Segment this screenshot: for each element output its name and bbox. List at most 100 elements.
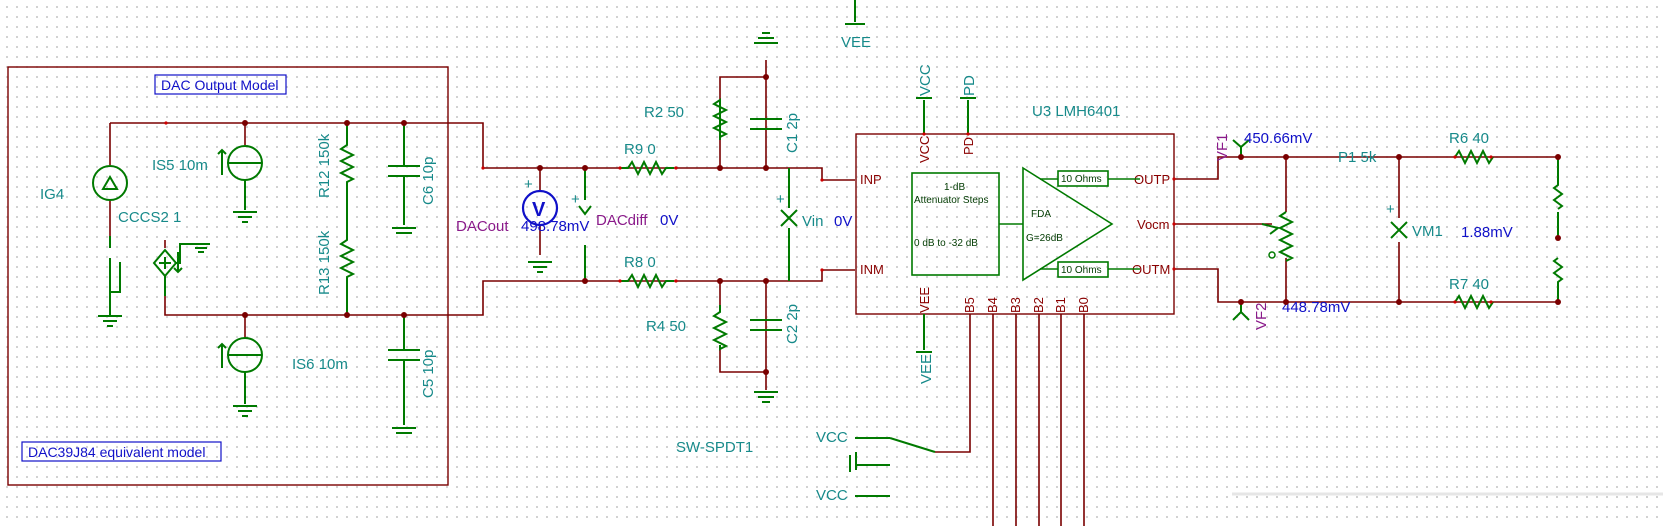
label-is6: IS6 10m	[292, 356, 348, 373]
vm1-probe-icon	[1390, 221, 1408, 239]
r-top-label: 10 Ohms	[1061, 174, 1102, 185]
ig4-lead	[109, 236, 121, 293]
dacdiff-probe-icon	[578, 168, 592, 281]
label-c1: C1 2p	[784, 113, 801, 153]
is5-symbol	[217, 148, 261, 210]
ig4-source-icon	[92, 165, 128, 201]
label-vm1: VM1	[1412, 223, 1443, 240]
label-c5: C5 10p	[420, 350, 437, 398]
pin-outp: OUTP	[1134, 172, 1170, 187]
ground-icon-cccs	[192, 243, 210, 253]
ground-icon-is5	[233, 211, 257, 223]
dac-model-title: DAC Output Model	[161, 77, 279, 93]
net-vee-top: VEE	[841, 34, 871, 51]
label-r4: R4 50	[646, 318, 686, 335]
p1-potentiometer-icon	[1277, 211, 1295, 262]
reading-v-meter: 498.78mV	[521, 218, 589, 235]
output-wires	[1174, 156, 1558, 303]
ig4-triangle-icon	[101, 175, 119, 190]
voltmeter-symbol: V	[532, 199, 546, 221]
c5-capacitor-icon	[388, 315, 420, 434]
reading-vm1: 1.88mV	[1461, 224, 1513, 241]
r9-resistor-icon	[620, 159, 674, 177]
label-r9: R9 0	[624, 141, 656, 158]
label-vf2: VF2	[1253, 302, 1270, 330]
reading-vf1: 450.66mV	[1244, 130, 1312, 147]
net-dacdiff: DACdiff	[596, 212, 648, 229]
pin-vcc: VCC	[917, 136, 932, 163]
label-c6: C6 10p	[420, 157, 437, 205]
r2-resistor-icon	[711, 98, 729, 140]
pin-b2: B2	[1031, 297, 1046, 313]
pin-inp: INP	[860, 172, 882, 187]
net-vcc-sw1: VCC	[816, 429, 848, 446]
label-r7: R7 40	[1449, 276, 1489, 293]
label-r6: R6 40	[1449, 130, 1489, 147]
c1-capacitor-icon	[750, 32, 782, 130]
label-vin: Vin	[802, 213, 823, 230]
dac-model-footer: DAC39J84 equivalent model	[28, 444, 205, 460]
pin-markers	[164, 121, 1493, 304]
bus-wires	[935, 314, 1085, 526]
pin-b0: B0	[1076, 297, 1091, 313]
pin-outm: OUTM	[1132, 262, 1170, 277]
svg-text:+: +	[571, 191, 580, 208]
pin-inm: INM	[860, 262, 884, 277]
chip-top-pin-leads	[916, 97, 976, 134]
pin-vee: VEE	[917, 287, 932, 313]
svg-text:+: +	[1386, 201, 1395, 218]
vin-probe-icon	[780, 168, 798, 281]
r8-resistor-icon	[620, 272, 674, 290]
label-cccs2: CCCS2 1	[118, 209, 181, 226]
atten-text-1: 1-dB	[944, 182, 965, 193]
pin-vocm: Vocm	[1137, 217, 1170, 232]
pin-b4: B4	[985, 297, 1000, 313]
ground-icon-ig4	[98, 292, 122, 327]
r6-resistor-icon	[1454, 148, 1494, 166]
label-vf1: VF1	[1214, 133, 1231, 161]
wire-bottom-rail	[164, 269, 855, 316]
atten-text-3: 0 dB to -32 dB	[914, 238, 978, 249]
net-vcc-top: VCC	[917, 64, 934, 96]
r7-resistor-icon	[1454, 293, 1494, 311]
voltmeter-icon	[521, 189, 559, 227]
cccs-arrow-icon	[173, 252, 183, 274]
label-is5: IS5 10m	[152, 157, 208, 174]
dac-footer-frame	[21, 441, 222, 462]
svg-text:+: +	[776, 191, 785, 208]
label-r2: R2 50	[644, 104, 684, 121]
wire-r2-c1	[719, 60, 767, 168]
r-bot-label: 10 Ohms	[1061, 265, 1102, 276]
label-r8: R8 0	[624, 254, 656, 271]
fda-gain: G=26dB	[1026, 233, 1063, 244]
dac-title-frame	[154, 74, 287, 95]
svg-text:+: +	[524, 176, 533, 193]
vee-bottom-pin	[916, 314, 932, 353]
atten-text-2: Attenuator Steps	[914, 195, 989, 206]
pin-b5: B5	[962, 297, 977, 313]
dac-model-frame	[7, 66, 449, 486]
label-r13: R13 150k	[316, 230, 333, 295]
edge-resistors	[1552, 157, 1564, 302]
label-p1: P1 5k	[1338, 149, 1377, 166]
pin-b3: B3	[1008, 297, 1023, 313]
label-r12: R12 150k	[316, 133, 333, 198]
pin-b1: B1	[1053, 297, 1068, 313]
reading-dacdiff: 0V	[660, 212, 678, 229]
c6-capacitor-icon	[388, 123, 420, 234]
reading-vin: 0V	[834, 213, 852, 230]
spdt-switch-icon	[849, 437, 936, 472]
label-ig4: IG4	[40, 186, 64, 203]
vee-top-terminal	[845, 0, 865, 25]
pin-pd: PD	[961, 137, 976, 155]
reading-vf2: 448.78mV	[1282, 299, 1350, 316]
chip-internal-wires	[999, 178, 1140, 270]
fda-label: FDA	[1031, 209, 1051, 220]
is6-symbol	[217, 342, 261, 404]
label-sw: SW-SPDT1	[676, 439, 753, 456]
ground-icon-is6	[233, 405, 257, 417]
p1-wiper-arrow-icon	[1261, 223, 1281, 235]
net-dacout: DACout	[456, 218, 509, 235]
wire-r4-c2	[719, 281, 767, 390]
